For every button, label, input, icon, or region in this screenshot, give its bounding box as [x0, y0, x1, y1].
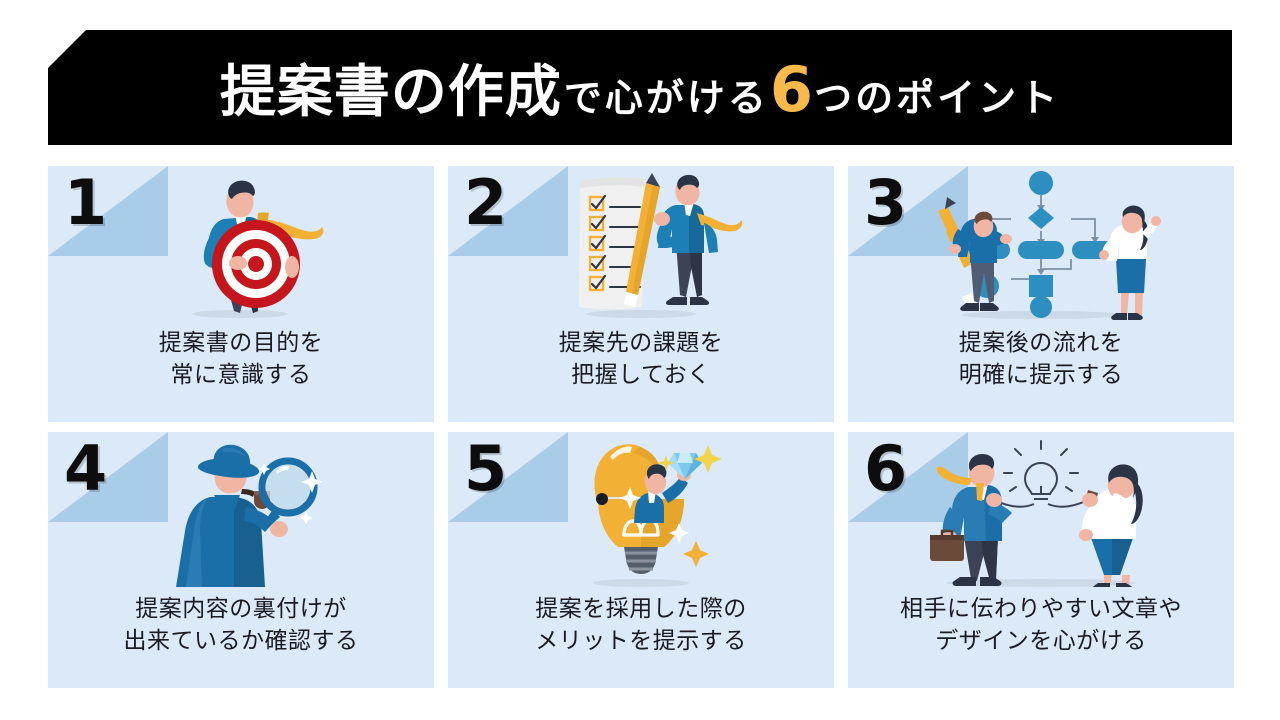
title-text: 提案書の作成 で心がける 6 つのポイント [219, 52, 1061, 126]
point-card-2[interactable]: 2 [448, 166, 834, 422]
caption-line: 提案先の課題を [558, 329, 724, 355]
caption-line: 提案書の目的を [158, 329, 324, 355]
title-tail-segment: つのポイント [814, 77, 1061, 120]
point-card-1[interactable]: 1 [48, 166, 434, 422]
caption-line: 把握しておく [571, 360, 711, 387]
lightbulb-with-diamond-icon [448, 432, 834, 587]
card-number-6: 6 [864, 432, 908, 505]
caption-line: 提案内容の裏付けが [135, 595, 347, 621]
caption-line: 常に意識する [170, 360, 312, 387]
point-card-4[interactable]: 4 [48, 432, 434, 688]
caption-line: 提案を採用した際の [535, 595, 747, 621]
card-number-3: 3 [864, 166, 908, 239]
point-card-5[interactable]: 5 [448, 432, 834, 688]
flowchart-with-people-icon [848, 166, 1234, 321]
card-number-1: 1 [64, 166, 108, 239]
card-caption-2: 提案先の課題を 把握しておく [559, 327, 724, 390]
caption-line: 相手に伝わりやすい文章や [900, 595, 1182, 621]
point-card-3[interactable]: 3 [848, 166, 1234, 422]
caption-line: 提案後の流れを [958, 329, 1124, 355]
title-mid-segment: で心がける [563, 77, 769, 120]
card-caption-6: 相手に伝わりやすい文章や デザインを心がける [900, 593, 1182, 656]
card-number-4: 4 [64, 432, 108, 505]
title-main-segment: 提案書の作成 [219, 59, 562, 123]
card-caption-5: 提案を採用した際の メリットを提示する [535, 593, 747, 656]
checklist-with-pencil-icon [448, 166, 834, 321]
title-banner: 提案書の作成 で心がける 6 つのポイント [48, 30, 1232, 145]
card-number-5: 5 [464, 432, 508, 505]
card-caption-4: 提案内容の裏付けが 出来ているか確認する [124, 593, 359, 656]
caption-line: メリットを提示する [535, 626, 747, 653]
detective-with-magnifier-icon [48, 432, 434, 587]
title-number-segment: 6 [769, 52, 814, 126]
card-caption-3: 提案後の流れを 明確に提示する [959, 327, 1124, 390]
two-people-string-phone-icon [848, 432, 1234, 587]
caption-line: 出来ているか確認する [123, 626, 359, 653]
card-caption-1: 提案書の目的を 常に意識する [159, 327, 324, 390]
caption-line: デザインを心がける [935, 626, 1147, 653]
points-grid: 1 [48, 166, 1234, 688]
card-number-2: 2 [464, 166, 508, 239]
caption-line: 明確に提示する [958, 360, 1124, 387]
point-card-6[interactable]: 6 [848, 432, 1234, 688]
person-holding-target-icon [48, 166, 434, 321]
